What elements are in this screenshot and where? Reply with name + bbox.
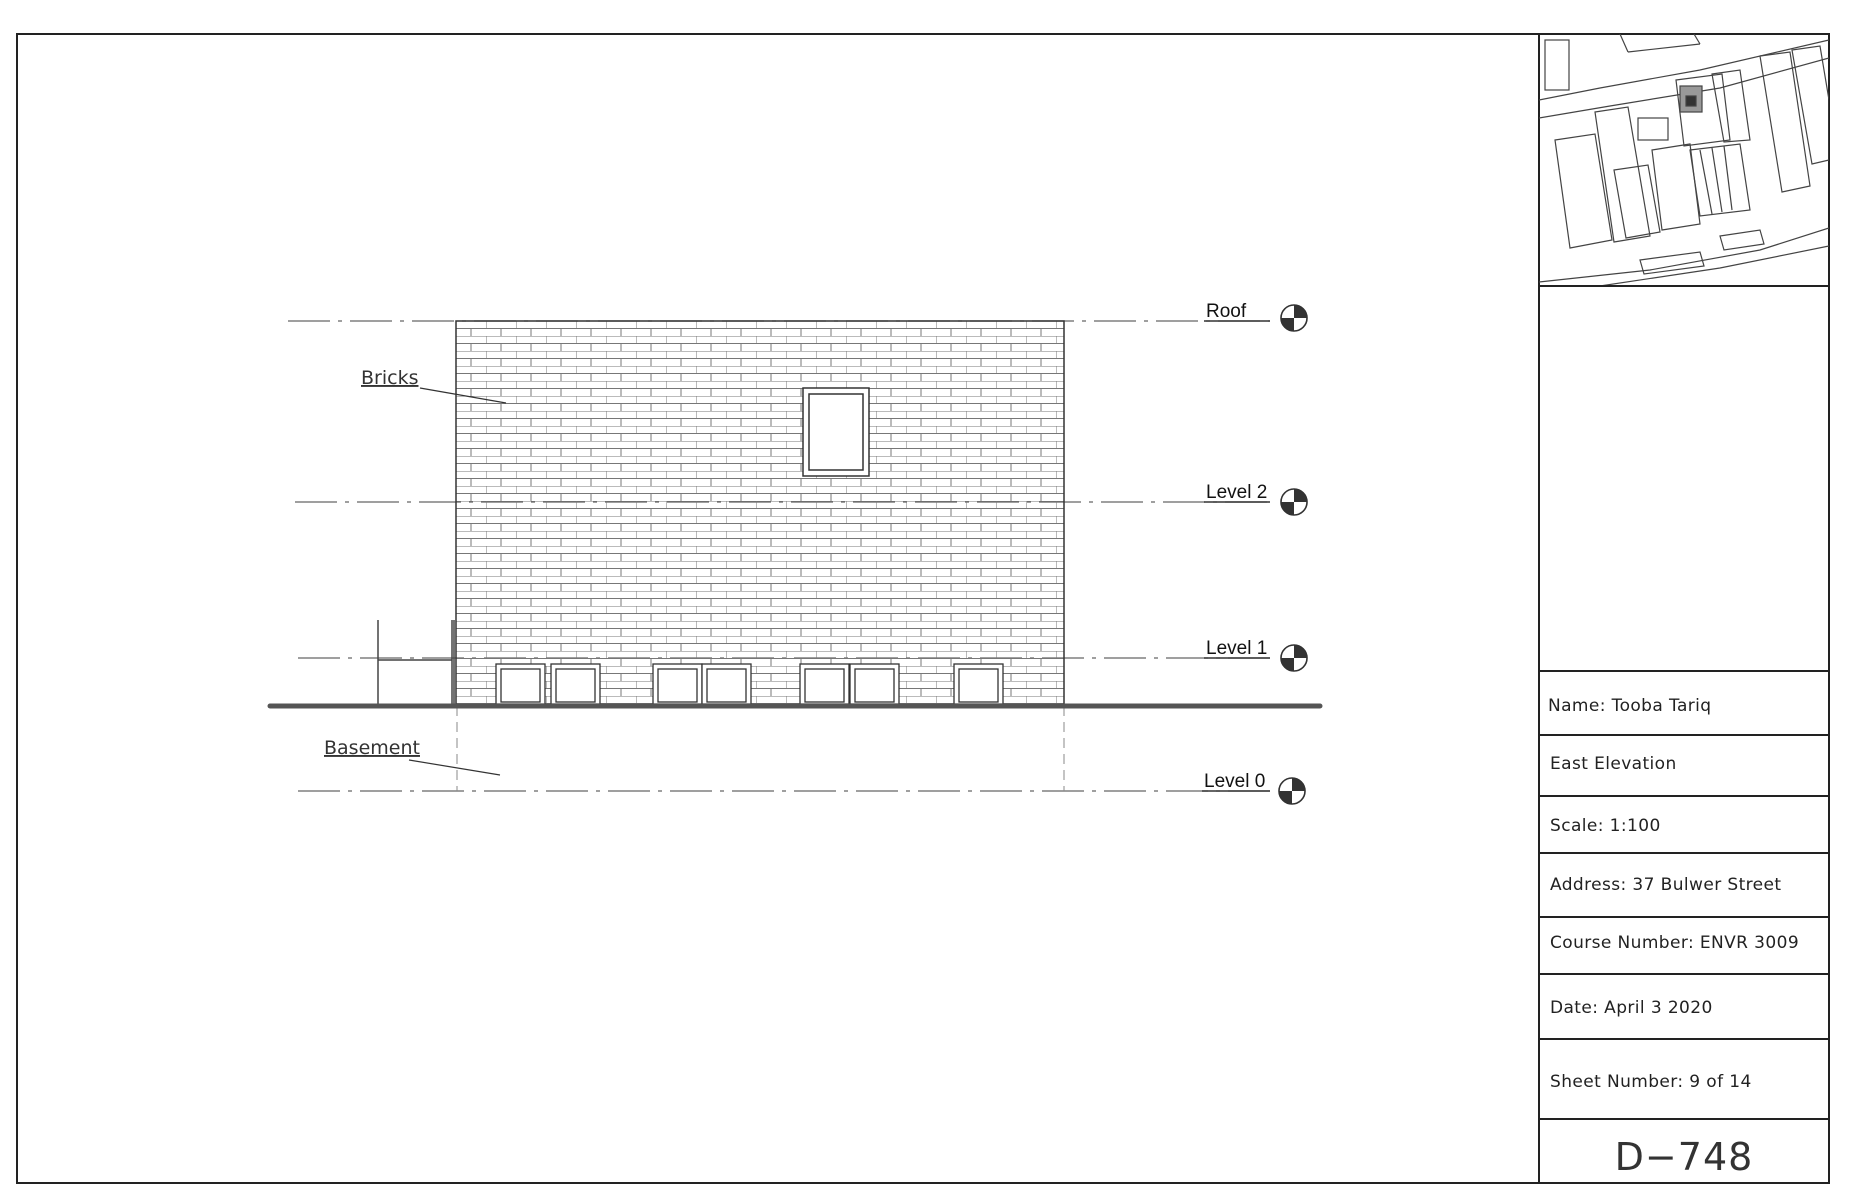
tb-sheet-number: Sheet Number: 9 of 14	[1550, 1072, 1752, 1092]
tb-scale: Scale: 1:100	[1550, 816, 1661, 836]
svg-text:Level 2: Level 2	[1206, 482, 1267, 503]
basement-windows	[495, 663, 1004, 705]
bricks-label: Bricks	[361, 367, 418, 389]
tb-date: Date: April 3 2020	[1550, 998, 1713, 1018]
title-block-grid	[1539, 285, 1829, 1120]
brick-wall	[455, 320, 1065, 706]
tb-view-title: East Elevation	[1550, 754, 1677, 774]
level-1: Level 1	[1204, 638, 1308, 672]
level-marker-icon	[1280, 304, 1308, 332]
basement-leader	[408, 759, 501, 776]
svg-text:Roof: Roof	[1206, 301, 1247, 322]
tb-course: Course Number: ENVR 3009	[1550, 933, 1799, 953]
level-0: Level 0	[1202, 771, 1306, 805]
tb-address: Address: 37 Bulwer Street	[1550, 875, 1781, 895]
railing	[377, 620, 455, 705]
tb-name: Name: Tooba Tariq	[1548, 696, 1712, 716]
site-key-plan	[1539, 34, 1829, 286]
level-marker-icon	[1280, 488, 1308, 516]
upper-window	[802, 387, 870, 477]
level-2: Level 2	[1204, 482, 1308, 516]
basement-outline	[456, 706, 1065, 791]
level-marker-icon	[1280, 644, 1308, 672]
sheet-border	[16, 33, 1830, 1184]
svg-text:Level 1: Level 1	[1206, 638, 1267, 659]
level-marker-icon	[1278, 777, 1306, 805]
bricks-leader	[419, 387, 507, 404]
tb-drawing-id: D−748	[1615, 1135, 1754, 1179]
level-roof: Roof	[1204, 301, 1308, 332]
svg-text:Level 0: Level 0	[1204, 771, 1265, 792]
basement-label: Basement	[324, 737, 420, 759]
